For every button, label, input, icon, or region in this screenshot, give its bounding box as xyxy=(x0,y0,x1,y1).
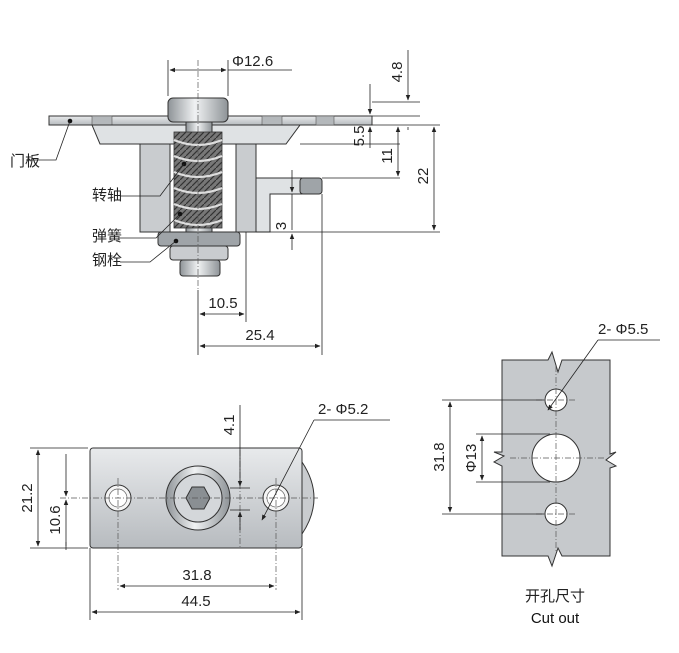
dim-shaft-head-diameter: Φ12.6 xyxy=(232,53,273,70)
cutout-caption-cn: 开孔尺寸 xyxy=(525,587,585,605)
dim-10-5: 10.5 xyxy=(208,295,237,312)
label-shaft: 转轴 xyxy=(92,186,122,204)
steel-pin-washer xyxy=(157,231,241,247)
bottom-view: 4.1 2- Φ5.2 21.2 10.6 31.8 44.5 xyxy=(19,401,390,620)
dim-44-5: 44.5 xyxy=(181,593,210,610)
dim-21-2: 21.2 xyxy=(19,483,36,512)
bottom-nut xyxy=(179,259,221,277)
dim-31-8-bottom: 31.8 xyxy=(182,567,211,584)
dim-4-8: 4.8 xyxy=(389,62,406,83)
housing-wall xyxy=(139,143,171,233)
dim-11: 11 xyxy=(379,148,396,164)
dim-10-6: 10.6 xyxy=(47,505,64,534)
dim-cutout-31-8: 31.8 xyxy=(431,442,448,471)
label-spring: 弹簧 xyxy=(92,227,122,245)
label-door-panel: 门板 xyxy=(10,152,40,170)
latch-tongue xyxy=(299,177,323,195)
dim-25-4: 25.4 xyxy=(245,327,274,344)
cutout-view: 2- Φ5.5 31.8 Φ13 开孔尺寸 Cut out xyxy=(431,321,660,627)
dim-cutout-holes-dia: 2- Φ5.5 xyxy=(598,321,648,338)
dim-5-5: 5.5 xyxy=(351,126,368,147)
side-view: 门板 转轴 弹簧 钢栓 Φ12.6 4.8 5.5 11 22 xyxy=(10,50,440,355)
dim-4-1: 4.1 xyxy=(221,415,238,436)
cutout-caption-en: Cut out xyxy=(531,610,580,627)
dim-22: 22 xyxy=(415,168,432,185)
dim-3: 3 xyxy=(273,222,290,230)
dim-cutout-dia-13: Φ13 xyxy=(463,444,480,473)
dim-holes-dia-5-2: 2- Φ5.2 xyxy=(318,401,368,418)
label-steel-pin: 钢栓 xyxy=(92,251,122,269)
